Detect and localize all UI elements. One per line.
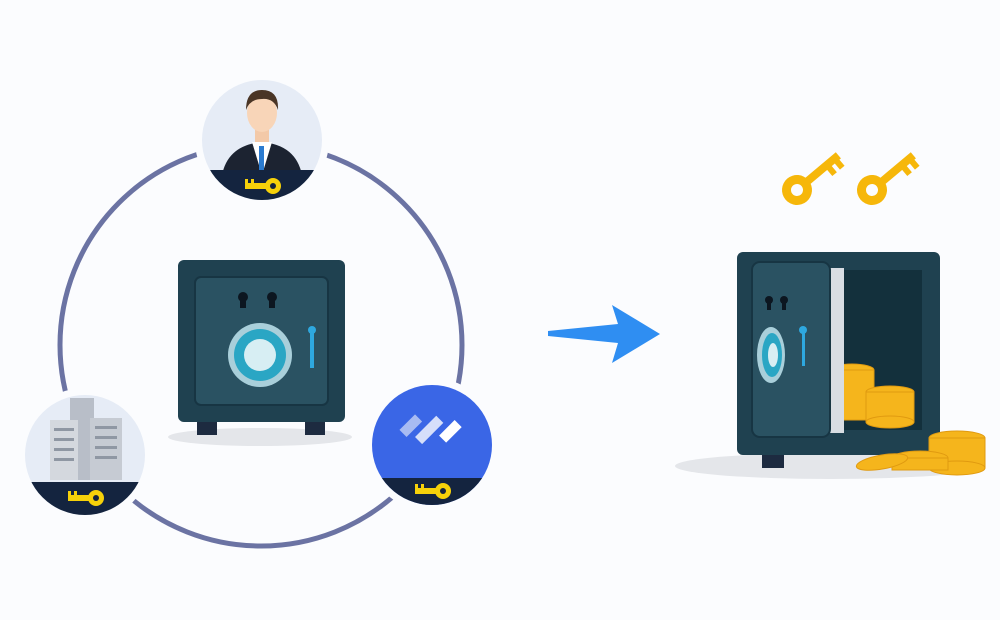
open-safe-with-coins-icon [675, 252, 986, 479]
office-building-key-icon [18, 388, 152, 522]
arrow-right-icon [548, 305, 660, 363]
locked-safe-icon [168, 260, 352, 446]
brand-logo-key-icon [365, 378, 499, 512]
golden-keys-icon [782, 152, 920, 205]
businessman-key-icon [195, 73, 329, 207]
